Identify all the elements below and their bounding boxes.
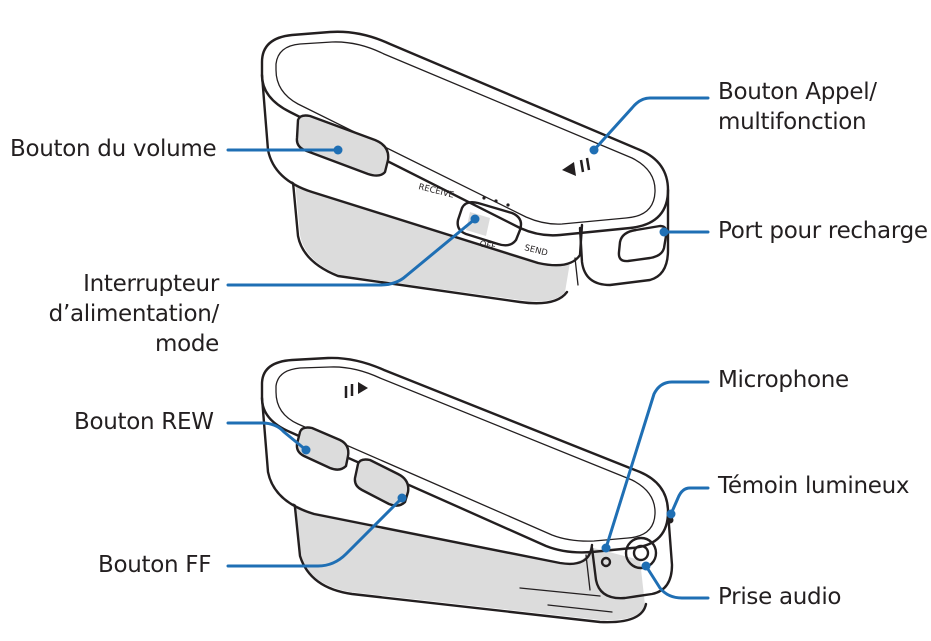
rew-button-icon — [295, 426, 350, 471]
leader-audio — [644, 564, 710, 600]
top-end-outline — [578, 188, 670, 287]
label-ff-button: Bouton FF — [98, 552, 212, 578]
leader-lines — [226, 96, 710, 600]
leader-mic — [604, 380, 710, 550]
off-marking: OFF — [478, 239, 497, 253]
label-switch-line3: mode — [154, 331, 219, 357]
top-side-outline — [260, 73, 584, 267]
switch-indicator-dots — [482, 196, 510, 207]
top-device: RECEIVE OFF SEND — [260, 30, 670, 305]
ff-button-icon — [353, 458, 410, 507]
leader-switch — [226, 217, 477, 287]
leader-call-dot — [589, 145, 599, 155]
audio-jack-inner-icon — [632, 544, 650, 562]
label-call-button-line1: Bouton Appel/ — [718, 79, 877, 105]
bottom-clip-outline — [290, 476, 648, 624]
ff-button-fill — [354, 459, 409, 506]
bottom-clip-ridges — [519, 587, 613, 613]
leader-switch-dot — [470, 214, 480, 224]
label-switch-line2: d’alimentation/ — [48, 301, 220, 327]
leader-rew — [226, 421, 308, 452]
leader-ff-dot — [397, 493, 407, 503]
leader-rew-dot — [301, 445, 311, 455]
bottom-end-edge — [585, 554, 591, 591]
microphone-hole-icon — [600, 556, 612, 568]
top-clip-outline — [288, 148, 569, 305]
leader-charge-dot — [659, 227, 669, 237]
volume-button-icon — [295, 114, 390, 177]
bottom-play-pause-icon — [344, 382, 368, 398]
label-volume-button: Bouton du volume — [10, 136, 217, 162]
bottom-side-outline — [260, 396, 594, 566]
leader-led — [669, 486, 710, 516]
leader-mic-dot — [601, 543, 611, 553]
leader-audio-dot — [641, 561, 651, 571]
label-rew-button: Bouton REW — [74, 409, 214, 435]
audio-jack-icon — [624, 536, 658, 570]
charge-port-icon — [617, 224, 668, 263]
label-switch-line1: Interrupteur — [83, 271, 219, 297]
bottom-face-inner — [275, 366, 656, 542]
label-microphone: Microphone — [718, 367, 849, 393]
leader-led-dot — [666, 509, 676, 519]
leader-call — [592, 96, 710, 152]
label-led: Témoin lumineux — [718, 473, 910, 499]
bottom-end-outline — [590, 510, 674, 600]
leader-ff — [226, 496, 404, 568]
play-pause-icon — [562, 157, 591, 176]
leader-volume-dot — [333, 145, 343, 155]
label-call-button-line2: multifonction — [718, 109, 867, 135]
top-end-edge — [574, 257, 579, 286]
top-face-inner — [275, 41, 656, 225]
bottom-side-fill — [262, 400, 592, 563]
label-charge-port: Port pour recharge — [718, 218, 928, 244]
rew-button-fill — [296, 427, 349, 470]
volume-button-fill — [296, 115, 389, 176]
label-audio-jack: Prise audio — [718, 584, 842, 610]
bottom-device — [260, 356, 674, 624]
